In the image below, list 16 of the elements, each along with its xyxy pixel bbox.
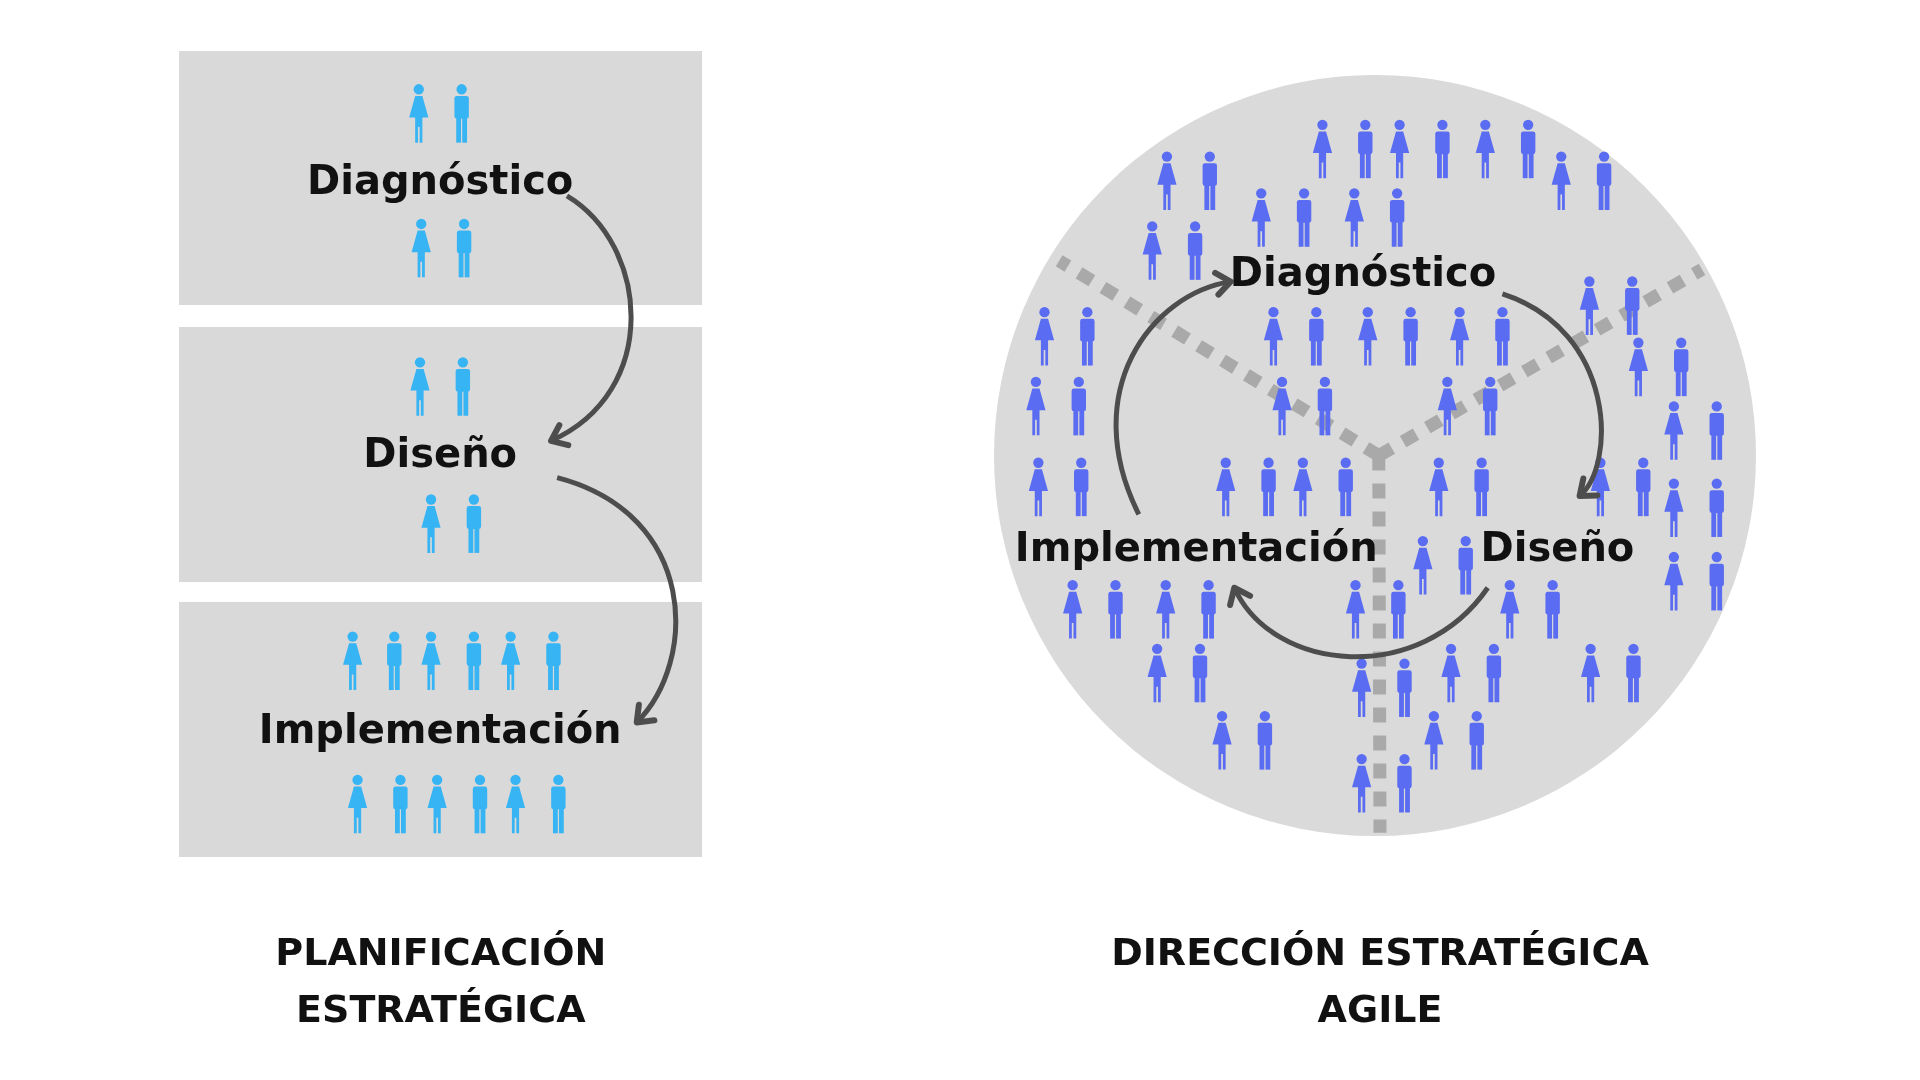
stage-label: Diseño <box>1480 525 1635 570</box>
arrow <box>1113 271 1234 516</box>
panel <box>178 51 702 305</box>
arrow <box>1229 584 1490 660</box>
stage-label: Implementación <box>258 706 622 751</box>
panel <box>178 602 702 858</box>
arrow <box>1501 291 1604 499</box>
arrow <box>556 475 679 726</box>
stage-label: Implementación <box>1014 525 1378 570</box>
stage-label: Diseño <box>363 431 518 476</box>
stage-label: Diagnóstico <box>1229 249 1497 294</box>
arrow <box>548 193 634 447</box>
caption: PLANIFICACIÓN ESTRATÉGICA <box>274 929 608 1034</box>
caption: DIRECCIÓN ESTRATÉGICA AGILE <box>1110 929 1650 1034</box>
panel <box>178 326 702 582</box>
stage-label: Diagnóstico <box>307 158 574 202</box>
